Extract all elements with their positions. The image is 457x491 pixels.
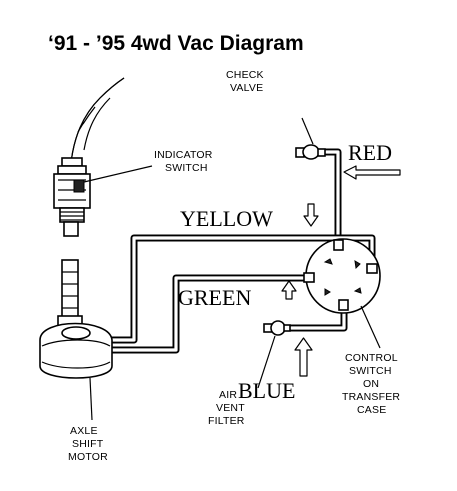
indicator-switch-label-1: INDICATOR — [154, 149, 213, 161]
hoses — [106, 148, 376, 354]
air-vent-filter-label-3: FILTER — [208, 415, 245, 427]
control-switch-label-2: SWITCH — [349, 365, 392, 377]
yellow-arrow-icon — [303, 203, 319, 227]
green-arrow-icon — [281, 280, 297, 300]
axle-shift-motor-label-1: AXLE — [70, 425, 98, 437]
axle-shift-motor-label-3: MOTOR — [68, 451, 108, 463]
red-arrow-icon — [343, 165, 401, 180]
indicator-switch — [53, 77, 153, 237]
control-switch-label-3: ON — [363, 378, 379, 390]
control-switch-label-1: CONTROL — [345, 352, 398, 364]
blue-label: BLUE — [238, 378, 295, 403]
check-valve-label-2: VALVE — [230, 82, 263, 94]
air-vent-filter — [257, 320, 291, 389]
red-label: RED — [348, 140, 392, 165]
blue-arrow-icon — [294, 337, 313, 377]
yellow-label: YELLOW — [180, 206, 273, 231]
green-label: GREEN — [178, 285, 251, 310]
axle-shift-motor-label-2: SHIFT — [72, 438, 104, 450]
diagram-title: ‘91 - ’95 4wd Vac Diagram — [48, 32, 304, 55]
axle-shift-motor — [39, 259, 113, 421]
air-vent-filter-label-2: VENT — [216, 402, 245, 414]
control-switch — [303, 238, 381, 349]
control-switch-label-4: TRANSFER — [342, 391, 400, 403]
indicator-switch-label-2: SWITCH — [165, 162, 208, 174]
control-switch-label-5: CASE — [357, 404, 386, 416]
check-valve — [295, 117, 326, 160]
air-vent-filter-label-1: AIR — [219, 389, 237, 401]
check-valve-label-1: CHECK — [226, 69, 264, 81]
